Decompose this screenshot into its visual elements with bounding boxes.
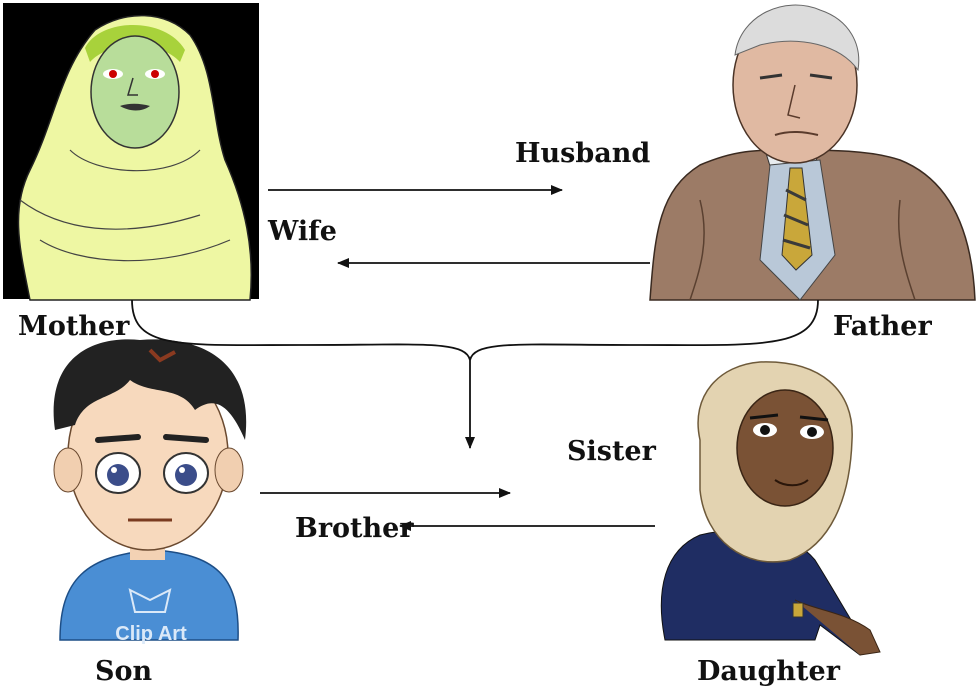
brother-label: Brother	[295, 513, 414, 544]
son-label: Son	[95, 656, 153, 687]
father-portrait	[649, 4, 976, 301]
son-portrait: Clip Art	[53, 339, 247, 645]
mother-label: Mother	[18, 311, 130, 342]
parents-brace	[131, 299, 819, 361]
connectors	[131, 185, 819, 531]
clip-art-badge: Clip Art	[115, 623, 187, 645]
daughter-portrait	[660, 361, 881, 656]
father-label: Father	[833, 311, 932, 342]
mother-portrait	[3, 3, 259, 301]
husband-label: Husband	[515, 138, 651, 169]
wife-label: Wife	[268, 216, 337, 247]
sister-label: Sister	[567, 436, 656, 467]
daughter-label: Daughter	[697, 656, 840, 687]
